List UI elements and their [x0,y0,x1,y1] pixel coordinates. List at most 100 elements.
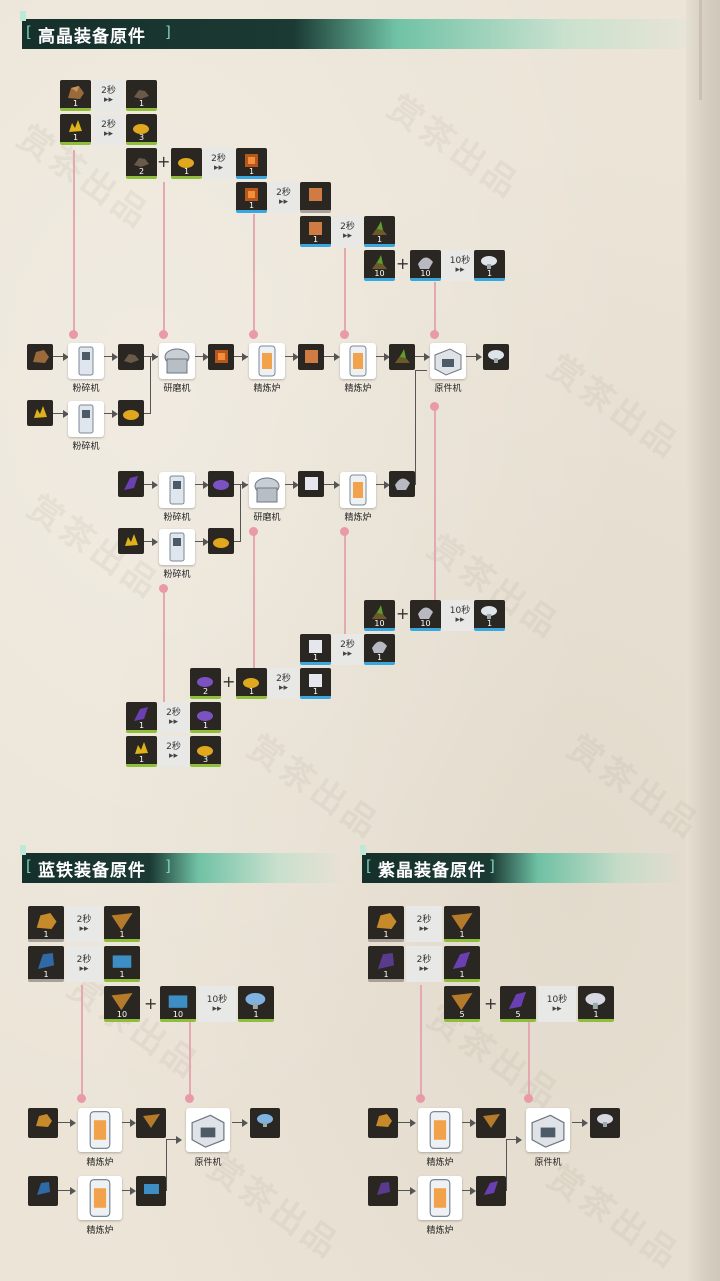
purple-ore-tile[interactable]: 1 [368,946,404,982]
gold-powder-input-tile[interactable]: 1 [236,668,267,699]
copper-cube-chain-tile[interactable] [298,344,324,370]
flow-arrowhead [293,481,299,489]
tile-count: 1 [119,930,125,939]
equipment-part-tile[interactable]: 1 [238,986,274,1022]
equipment-part-chain-tile[interactable] [590,1108,620,1138]
plant-chain-tile[interactable] [389,344,415,370]
amber-shard-input-tile[interactable]: 10 [104,986,140,1022]
blue-ingot-input-tile[interactable]: 10 [160,986,196,1022]
ore-brown-input-tile[interactable]: 2 [126,148,157,179]
amber-shard-tile[interactable]: 1 [104,906,140,942]
purple-crystal-input-tile[interactable]: 1 [126,702,157,733]
purple-crystal-input-tile[interactable]: 5 [500,986,536,1022]
process-arrow: 2秒▸▸ [158,702,189,733]
ore-brown-output-tile[interactable]: 1 [126,80,157,111]
amber-cube-chain-tile[interactable] [208,344,234,370]
white-cube-input-tile[interactable]: 1 [300,634,331,665]
amber-ore-source-tile[interactable] [28,1108,58,1138]
amber-shard-tile[interactable]: 1 [444,906,480,942]
crystal-shell-input-tile[interactable]: 10 [410,250,441,281]
machine-label: 精炼炉 [86,1226,114,1236]
crystal-shell-chain-tile[interactable] [389,471,415,497]
purple-ore-source-tile[interactable] [368,1176,398,1206]
copper-cube-input-tile[interactable]: 1 [300,216,331,247]
refiner-machine[interactable]: 精炼炉 [78,1108,122,1168]
blue-ore-source-tile[interactable] [28,1176,58,1206]
refiner-machine[interactable]: 精炼炉 [418,1176,462,1236]
amber-shard-icon [451,912,473,931]
amber-shard-chain-tile[interactable] [136,1108,166,1138]
refiner-machine[interactable]: 精炼炉 [340,343,376,394]
purple-crystal-chain-tile[interactable] [476,1176,506,1206]
equipment-part-chain-tile[interactable] [250,1108,280,1138]
gold-sand-input-tile[interactable]: 1 [126,736,157,767]
bracket-right: ] [165,857,171,875]
gold-powder-chain-tile[interactable] [118,400,144,426]
ore-brown-tile[interactable]: 1 [60,80,91,111]
gold-sand-source-tile[interactable] [27,400,53,426]
gold-powder-tile[interactable]: 3 [190,736,221,767]
header-bar [362,853,682,883]
blue-ingot-tile[interactable]: 1 [104,946,140,982]
crushed-ore-tile[interactable] [118,344,144,370]
refiner-icon [340,472,376,508]
crystal-shell-input-tile[interactable]: 10 [410,600,441,631]
blue-ore-tile[interactable]: 1 [28,946,64,982]
header-tick [20,845,26,855]
refiner-machine[interactable]: 精炼炉 [418,1108,462,1168]
grinder-machine[interactable]: 研磨机 [249,472,285,523]
purple-powder-tile[interactable]: 1 [190,702,221,733]
process-time: 2秒 [340,640,355,650]
fabricator-machine[interactable]: 原件机 [526,1108,570,1168]
fabricator-machine[interactable]: 原件机 [430,343,466,394]
equipment-part-chain-tile[interactable] [483,344,509,370]
gold-powder-input-tile[interactable]: 1 [171,148,202,179]
grinder-machine[interactable]: 研磨机 [159,343,195,394]
plant-tile[interactable]: 1 [364,216,395,247]
machine-label: 精炼炉 [344,384,372,394]
tile-count: 5 [459,1010,465,1019]
plant-input-tile[interactable]: 10 [364,600,395,631]
amber-ore-source-tile[interactable] [368,1108,398,1138]
amber-cube-tile[interactable]: 1 [236,148,267,179]
process-arrow: 10秒▸▸ [198,986,236,1022]
amber-ore-tile[interactable]: 1 [28,906,64,942]
copper-cube-tile[interactable] [300,182,331,213]
amber-shard-chain-tile[interactable] [476,1108,506,1138]
purple-powder-chain-tile[interactable] [208,471,234,497]
plant-input-tile[interactable]: 10 [364,250,395,281]
fabricator-machine[interactable]: 原件机 [186,1108,230,1168]
refiner-machine[interactable]: 精炼炉 [340,472,376,523]
purple-crystal-source-tile[interactable] [118,471,144,497]
gold-powder-chain-tile[interactable] [208,528,234,554]
white-cube-chain-tile[interactable] [298,471,324,497]
flow-line [166,1139,178,1140]
equipment-part-tile[interactable]: 1 [578,986,614,1022]
purple-powder-input-tile[interactable]: 2 [190,668,221,699]
ore-brown-source-tile[interactable] [27,344,53,370]
crystal-shell-tile[interactable]: 1 [364,634,395,665]
flow-arrowhead [470,1187,476,1195]
amber-cube-input-tile[interactable]: 1 [236,182,267,213]
crusher-machine[interactable]: 粉碎机 [159,472,195,523]
blue-ingot-chain-tile[interactable] [136,1176,166,1206]
machine-label: 粉碎机 [72,384,100,394]
amber-shard-input-tile[interactable]: 5 [444,986,480,1022]
refiner-machine[interactable]: 精炼炉 [78,1176,122,1236]
white-cube-tile[interactable]: 1 [300,668,331,699]
fast-forward-icon: ▸▸ [168,717,179,727]
gold-sand-source-tile[interactable] [118,528,144,554]
flow-arrowhead [582,1119,588,1127]
gold-sand-tile[interactable]: 1 [60,114,91,145]
purple-crystal-tile[interactable]: 1 [444,946,480,982]
equipment-part-tile[interactable]: 1 [474,250,505,281]
gold-sand-icon [34,406,47,418]
refiner-machine[interactable]: 精炼炉 [249,343,285,394]
crusher-machine[interactable]: 粉碎机 [68,401,104,452]
machine-label: 粉碎机 [163,570,191,580]
amber-ore-tile[interactable]: 1 [368,906,404,942]
crusher-machine[interactable]: 粉碎机 [159,529,195,580]
crusher-machine[interactable]: 粉碎机 [68,343,104,394]
gold-powder-tile[interactable]: 3 [126,114,157,145]
equipment-part-tile[interactable]: 1 [474,600,505,631]
